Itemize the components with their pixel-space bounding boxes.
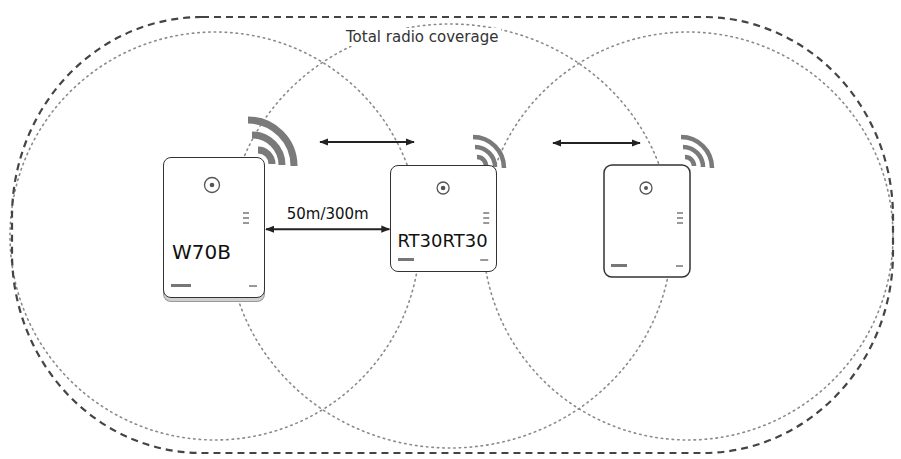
indicator-mark: [243, 222, 249, 223]
device-details: [390, 165, 496, 272]
indicator-mark: [243, 217, 249, 218]
indicator-mark: [483, 222, 489, 223]
repeater-device: [604, 165, 690, 277]
logo-mark: [441, 185, 446, 190]
model-mark: [480, 259, 488, 261]
signal-icon: [681, 137, 712, 168]
device-label: RT30RT30: [397, 230, 487, 251]
distance-label: 50m/300m: [285, 205, 371, 223]
signal-icon: [473, 137, 504, 168]
device-label: W70B: [172, 240, 231, 264]
region-title: Total radio coverage: [343, 28, 501, 46]
repeater-device: RT30RT30: [390, 165, 496, 272]
range-arrow: [266, 228, 389, 230]
brand-mark: [398, 258, 414, 261]
model-mark: [249, 285, 257, 287]
wireless-link-arrow: [320, 141, 414, 143]
base-station: W70B: [163, 157, 265, 298]
wireless-link-arrow: [553, 142, 640, 144]
indicator-mark: [243, 212, 249, 213]
indicator-mark: [483, 217, 489, 218]
coverage-region: Total radio coverageW70B RT30RT30: [10, 15, 895, 455]
logo-mark: [204, 177, 219, 192]
coverage-circle: [10, 32, 420, 440]
device-details: [163, 157, 265, 298]
indicator-mark: [483, 212, 489, 213]
coverage-circle: [483, 32, 893, 440]
coverage-outline: [12, 17, 893, 453]
logo-mark: [209, 182, 214, 187]
brand-mark: [171, 284, 191, 287]
logo-mark: [437, 182, 449, 194]
